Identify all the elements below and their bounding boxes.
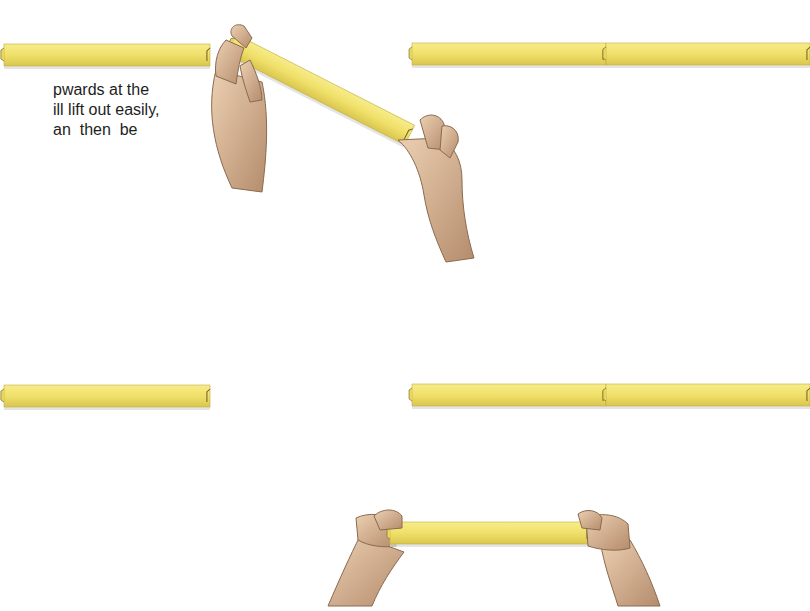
instruction-text: ill lift out easily, [53, 100, 159, 120]
floor-board [1, 385, 210, 410]
hand [374, 510, 660, 606]
floor-board [409, 43, 606, 68]
floor-board [603, 43, 810, 68]
lifted-board [222, 33, 414, 147]
floor-board [409, 384, 606, 409]
hand [398, 115, 474, 262]
floor-board [1, 44, 210, 69]
hand [215, 25, 262, 102]
instruction-text: an then be [53, 120, 138, 140]
floor-board [603, 384, 810, 409]
instruction-text: pwards at the [53, 80, 149, 100]
held-board [387, 522, 590, 547]
